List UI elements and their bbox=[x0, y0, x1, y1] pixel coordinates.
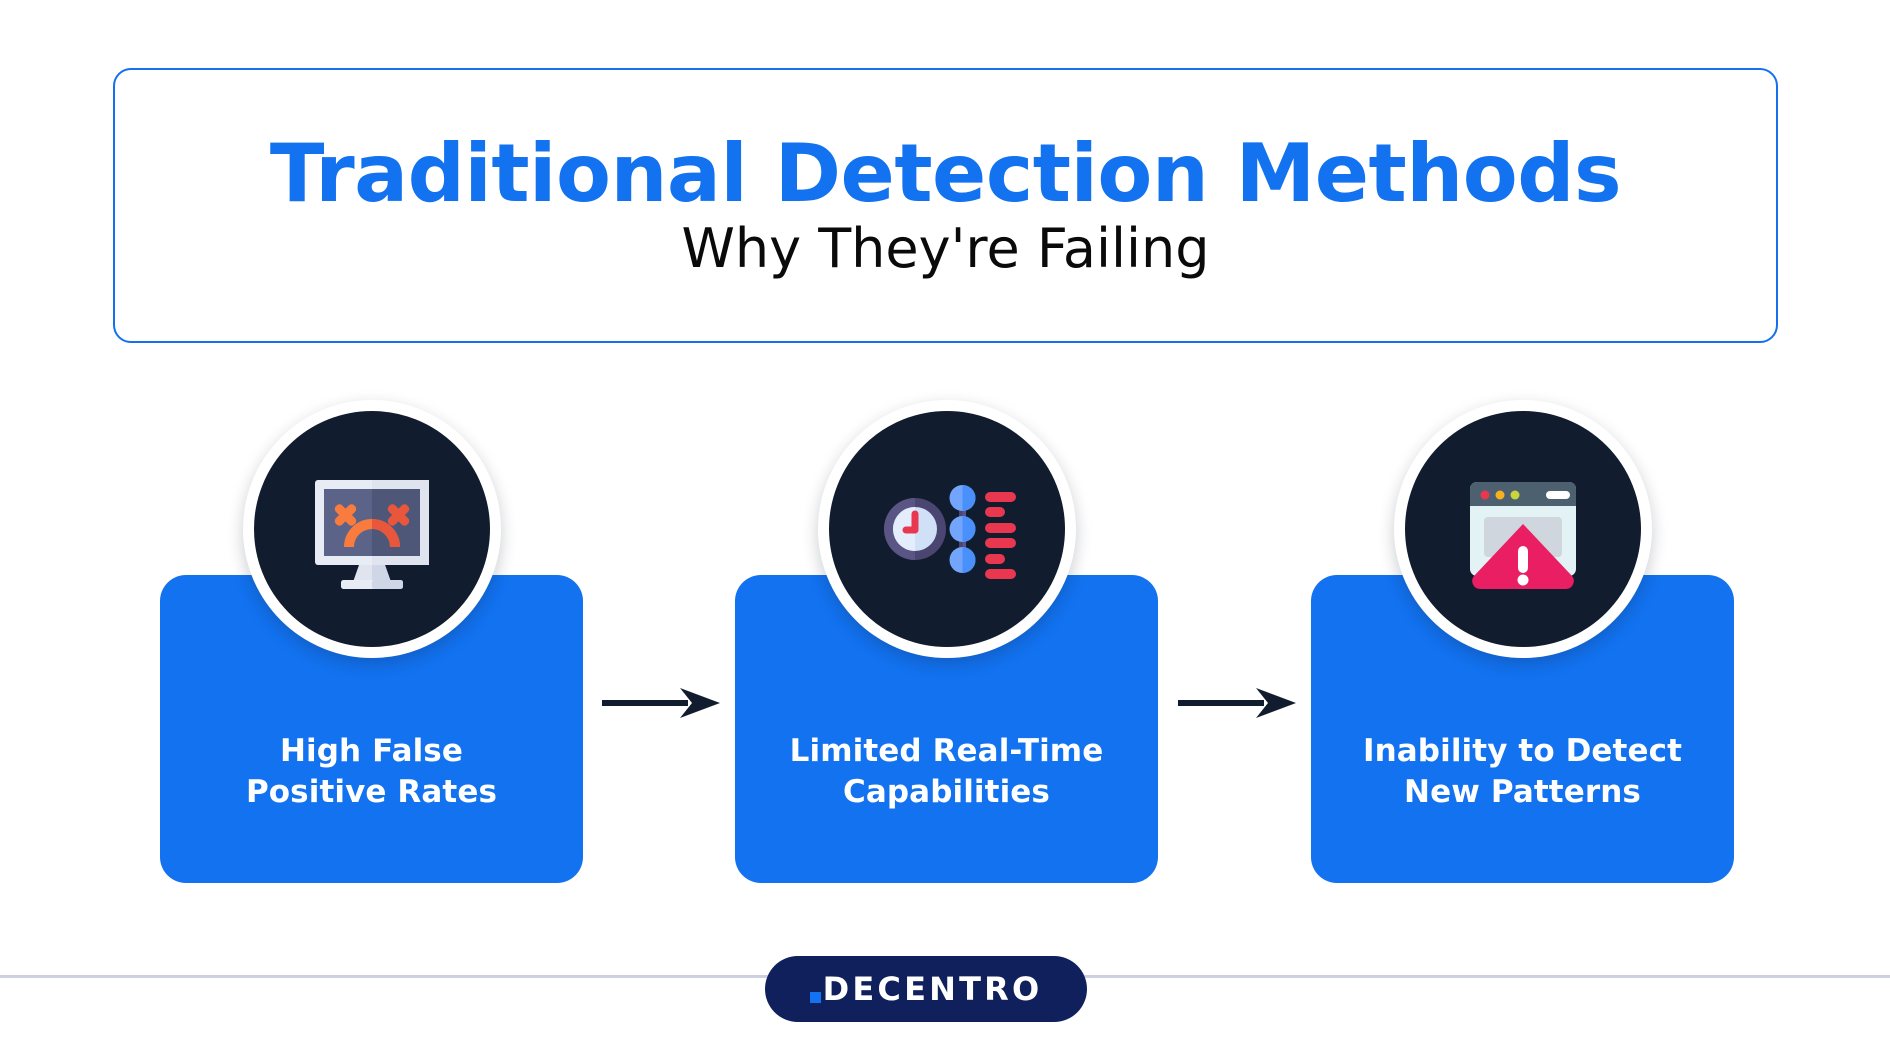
brand-dot-icon bbox=[809, 992, 821, 1003]
clock-timeline-icon bbox=[818, 400, 1076, 658]
brand-logo: DECENTRO bbox=[765, 956, 1087, 1022]
flow-step-label-3: Inability to Detect New Patterns bbox=[1311, 731, 1734, 813]
flow-step-label-2: Limited Real-Time Capabilities bbox=[735, 731, 1158, 813]
brand-name: DECENTRO bbox=[822, 970, 1043, 1008]
arrow-right-icon-1 bbox=[602, 683, 722, 723]
flow-step-label-2-line2: Capabilities bbox=[843, 773, 1050, 810]
flow-step-label-3-line1: Inability to Detect bbox=[1362, 733, 1682, 769]
flow-step-label-1-line2: Positive Rates bbox=[245, 773, 498, 810]
process-flow: High False Positive Rates bbox=[0, 400, 1890, 900]
flow-step-label-3-line2: New Patterns bbox=[1404, 773, 1641, 810]
flow-step-label-2-line1: Limited Real-Time bbox=[789, 733, 1104, 769]
flow-step-label-1: High False Positive Rates bbox=[160, 731, 583, 813]
browser-warning-icon bbox=[1394, 400, 1652, 658]
flow-step-label-1-line1: High False bbox=[279, 733, 463, 769]
monitor-sad-face-icon bbox=[243, 400, 501, 658]
title-panel: Traditional Detection Methods Why They'r… bbox=[113, 68, 1778, 343]
arrow-right-icon-2 bbox=[1178, 683, 1298, 723]
page-title: Traditional Detection Methods bbox=[269, 127, 1622, 221]
page-subtitle: Why They're Failing bbox=[681, 216, 1210, 280]
